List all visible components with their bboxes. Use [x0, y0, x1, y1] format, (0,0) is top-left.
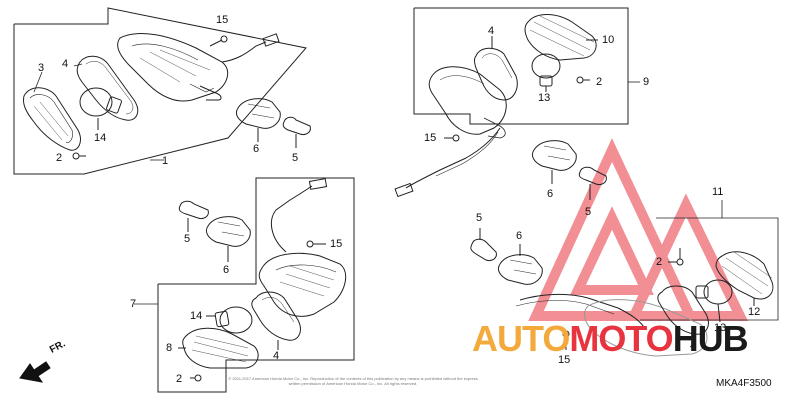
callout-6: 6 — [253, 143, 260, 155]
gasket-4c — [474, 47, 518, 101]
group9-frame — [413, 7, 629, 125]
callout-5: 5 — [292, 152, 299, 164]
watermark-triangle-small — [570, 206, 654, 295]
diagram-part-code: MKA4F3500 — [716, 378, 772, 389]
watermark-moto: MOTO — [569, 318, 673, 359]
bulb-14a — [79, 87, 122, 117]
callout-2: 2 — [56, 152, 63, 164]
callout-5: 5 — [585, 206, 592, 218]
front-direction-arrow — [19, 361, 51, 383]
socket-6b — [205, 216, 251, 247]
callout-9: 9 — [643, 76, 650, 88]
callout-15: 15 — [330, 238, 343, 250]
clip-5a — [282, 116, 311, 135]
screw-15c — [444, 134, 460, 142]
callout-12: 12 — [748, 306, 761, 318]
screw-2c — [576, 76, 590, 84]
housing-7 — [258, 252, 347, 317]
callout-14: 14 — [94, 132, 107, 144]
clip-5d — [470, 238, 497, 261]
wire-9 — [405, 127, 501, 189]
callout-8: 8 — [166, 342, 173, 354]
callout-4: 4 — [62, 58, 69, 70]
mirror-lens-3 — [23, 87, 81, 151]
watermark-triangle-large — [528, 138, 698, 321]
socket-6d — [497, 254, 543, 285]
callout-7: 7 — [130, 298, 137, 310]
callout-11: 11 — [712, 186, 724, 198]
bulb-14b — [214, 306, 253, 334]
screw-15b — [306, 240, 326, 248]
callout-3: 3 — [38, 62, 45, 74]
callout-5: 5 — [184, 233, 191, 245]
callout-1: 1 — [162, 155, 169, 167]
watermark-logo: AUTOMOTOHUB — [472, 318, 749, 360]
clip-5c — [578, 166, 607, 185]
callout-2: 2 — [656, 256, 663, 268]
socket-6a — [235, 98, 281, 129]
callout-6: 6 — [516, 230, 523, 242]
watermark-auto: AUTO — [472, 318, 570, 359]
callout-5: 5 — [476, 212, 483, 224]
group7-frame — [157, 177, 355, 393]
lens-10 — [524, 14, 597, 61]
gasket-4b — [251, 291, 301, 341]
callout-15: 15 — [558, 354, 571, 366]
callout-2: 2 — [596, 76, 603, 88]
copyright-notice: © 2011-2017 American Honda Motor Co., In… — [228, 376, 478, 386]
callout-4: 4 — [690, 340, 697, 352]
watermark-triangles — [528, 138, 748, 321]
watermark-hub: HUB — [672, 318, 749, 359]
callout-13: 13 — [538, 92, 551, 104]
callout-13: 13 — [714, 322, 727, 334]
callout-14: 14 — [190, 310, 203, 322]
callout-2: 2 — [176, 373, 183, 385]
callout-15: 15 — [424, 132, 437, 144]
clip-5b — [178, 200, 209, 219]
lens-8 — [182, 327, 259, 369]
callout-4: 4 — [273, 350, 280, 362]
screw-2b — [190, 374, 202, 382]
callout-6: 6 — [547, 188, 554, 200]
screw-2d — [668, 248, 684, 266]
group1-frame — [13, 7, 307, 175]
screw-2a — [72, 152, 86, 160]
wire-11 — [519, 293, 647, 331]
callout-15: 15 — [216, 14, 229, 26]
housing-9 — [428, 66, 507, 139]
group11-frame — [640, 217, 779, 321]
housing-11 — [584, 299, 708, 357]
watermark-triangle-right — [626, 193, 748, 321]
socket-6c — [531, 140, 577, 171]
screw-15d — [562, 330, 570, 350]
callout-4: 4 — [488, 25, 495, 37]
callout-6: 6 — [223, 264, 230, 276]
callout-10: 10 — [602, 34, 615, 46]
gasket-4a — [76, 55, 139, 121]
housing-1 — [117, 32, 280, 102]
wire-7 — [270, 185, 313, 253]
screw-15a — [209, 35, 228, 47]
